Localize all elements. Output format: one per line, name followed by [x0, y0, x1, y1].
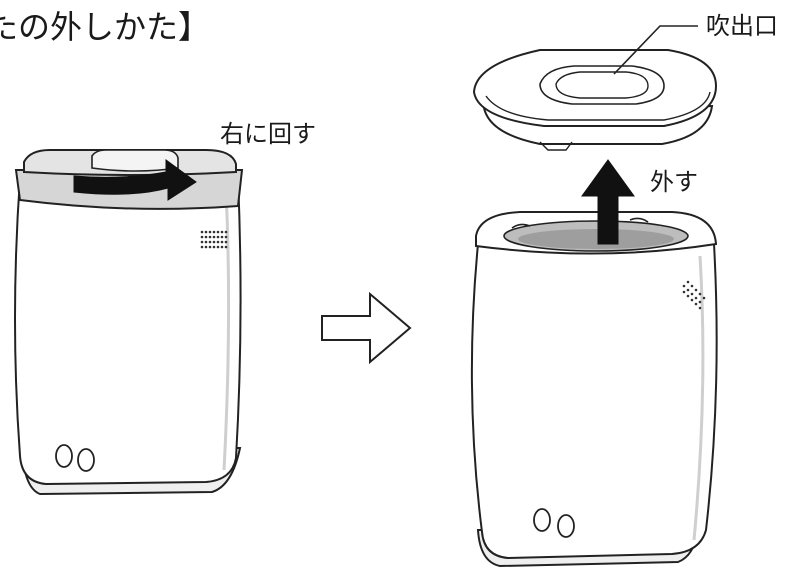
outlet-lid-edge [485, 91, 711, 121]
right-speaker-grill [682, 280, 706, 310]
right-body-shade [692, 255, 705, 541]
right-button-1 [533, 508, 551, 532]
right-body [470, 243, 718, 560]
outlet-label: 吹出口 [706, 12, 778, 40]
left-body [14, 177, 242, 486]
left-speaker-grill [200, 230, 228, 249]
remove-label: 外す [650, 168, 698, 196]
page-title: たの外しかた】 [0, 8, 210, 46]
outlet-lid-tab [539, 141, 573, 151]
left-body-shade [222, 189, 231, 471]
next-step-arrow-icon [321, 291, 412, 365]
lift-arrow-icon [581, 159, 635, 245]
rim-slot-left [511, 223, 531, 229]
right-humidifier [470, 211, 718, 568]
rotate-right-label: 右に回す [220, 120, 316, 148]
right-opening-inner [518, 229, 674, 249]
right-button-2 [557, 514, 575, 538]
left-button-1 [55, 444, 73, 468]
outlet-lid [472, 49, 718, 151]
left-button-2 [77, 448, 95, 472]
left-lid-center [91, 149, 179, 172]
left-humidifier [14, 149, 244, 496]
outlet-center [555, 71, 649, 99]
rim-slot-right [629, 217, 649, 223]
rotate-arrow-icon [73, 159, 197, 201]
outlet-leader-line [613, 25, 698, 75]
